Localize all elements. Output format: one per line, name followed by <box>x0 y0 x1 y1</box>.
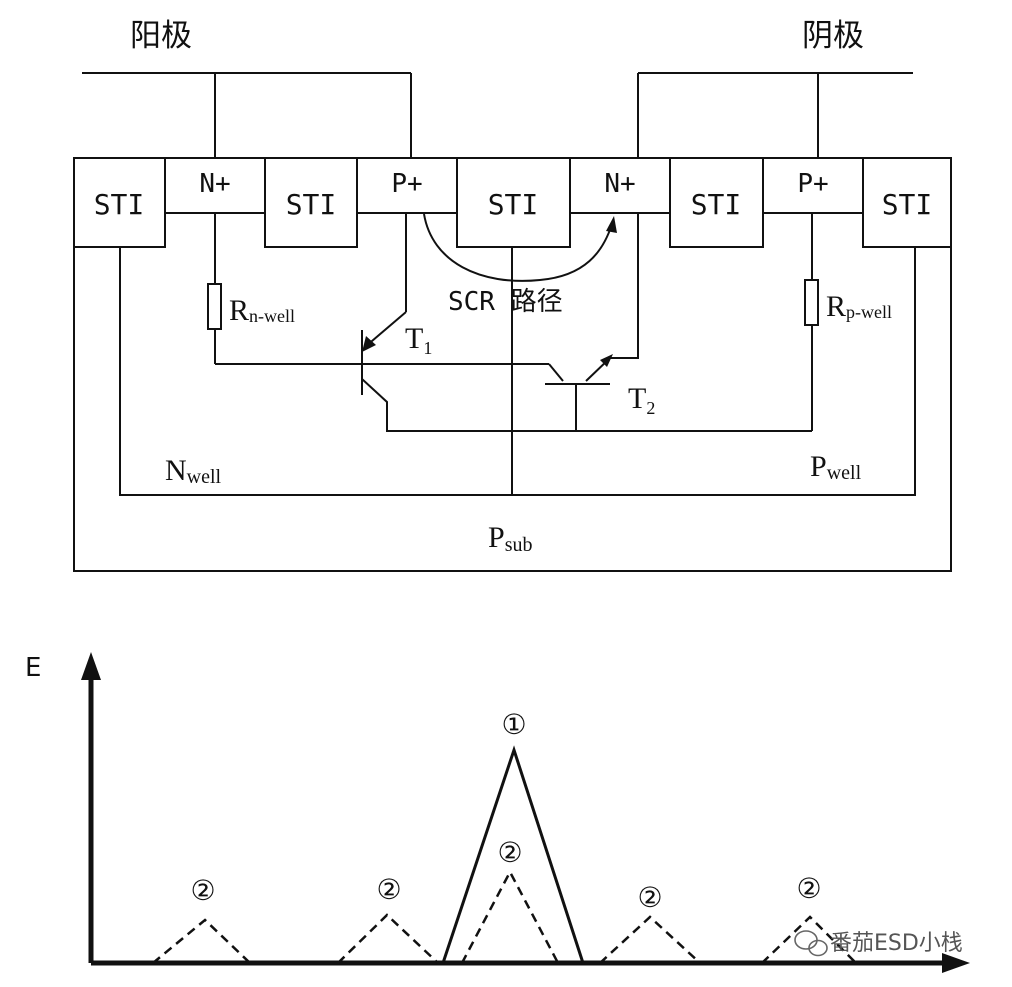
scr-path-curve <box>423 213 613 282</box>
nwell-label: Nwell <box>165 454 222 488</box>
field-plot <box>81 652 970 973</box>
rnwell-resistor <box>207 283 222 330</box>
nplus-box-2 <box>569 157 671 214</box>
nplus-label-2: N+ <box>604 169 635 199</box>
sti-box-2 <box>264 157 358 248</box>
peak-dashed-center <box>460 869 560 964</box>
peak-dashed-1 <box>152 918 251 964</box>
pwell-boundary <box>512 247 916 496</box>
sti-box-1 <box>73 157 166 248</box>
anode-label: 阳极 <box>130 18 192 53</box>
watermark-text: 番茄ESD小栈 <box>830 931 963 956</box>
peak-dashed-4 <box>761 915 857 964</box>
marker-dashed-1: ② <box>190 874 215 907</box>
t1-collector <box>361 378 812 432</box>
r-pwell-label: Rp-well <box>826 290 892 323</box>
t2-label: T2 <box>628 382 655 418</box>
peak-dashed-3 <box>599 915 701 964</box>
cathode-label: 阴极 <box>802 18 864 53</box>
y-axis-label: E <box>25 653 41 683</box>
t1-emitter-arrowhead <box>362 336 376 352</box>
sti-box-4 <box>669 157 764 248</box>
sti-box-3 <box>456 157 571 248</box>
peak-main-solid <box>441 745 585 964</box>
marker-main-peak: ① <box>501 708 526 741</box>
marker-dashed-2: ② <box>376 873 401 906</box>
t1-emitter <box>364 311 407 348</box>
marker-dashed-4: ② <box>796 872 821 905</box>
t2-emitter-wire <box>610 213 639 359</box>
rpwell-resistor <box>804 279 819 326</box>
sti-label-4: STI <box>691 188 742 221</box>
pplus-label-2: P+ <box>797 169 828 199</box>
pplus-label-1: P+ <box>391 169 422 199</box>
t1-label: T1 <box>405 322 432 358</box>
r-nwell-label: Rn-well <box>229 294 295 327</box>
scr-path-label: SCR 路径 <box>448 287 563 317</box>
cross-section <box>73 72 952 572</box>
t2-emitter-arrowhead <box>600 354 613 367</box>
marker-center-dashed: ② <box>497 836 522 869</box>
peak-dashed-2 <box>337 913 439 964</box>
watermark: 番茄ESD小栈 <box>794 930 963 957</box>
arrowheads <box>362 216 617 367</box>
nplus-label-1: N+ <box>199 169 230 199</box>
scr-path-arrowhead <box>606 216 617 233</box>
pwell-label: Pwell <box>810 450 862 484</box>
sti-label-5: STI <box>882 188 933 221</box>
sti-label-2: STI <box>286 188 337 221</box>
sti-label-3: STI <box>488 188 539 221</box>
nwell-boundary <box>119 247 512 496</box>
wechat-icon <box>794 930 828 957</box>
marker-dashed-3: ② <box>637 881 662 914</box>
pplus-box-1 <box>356 157 458 214</box>
y-axis-arrowhead <box>81 652 101 680</box>
t2-collector <box>548 363 564 382</box>
psub-label: Psub <box>488 521 532 556</box>
sti-label-1: STI <box>94 188 145 221</box>
x-axis-arrowhead <box>942 953 970 973</box>
sti-box-5 <box>862 157 952 248</box>
